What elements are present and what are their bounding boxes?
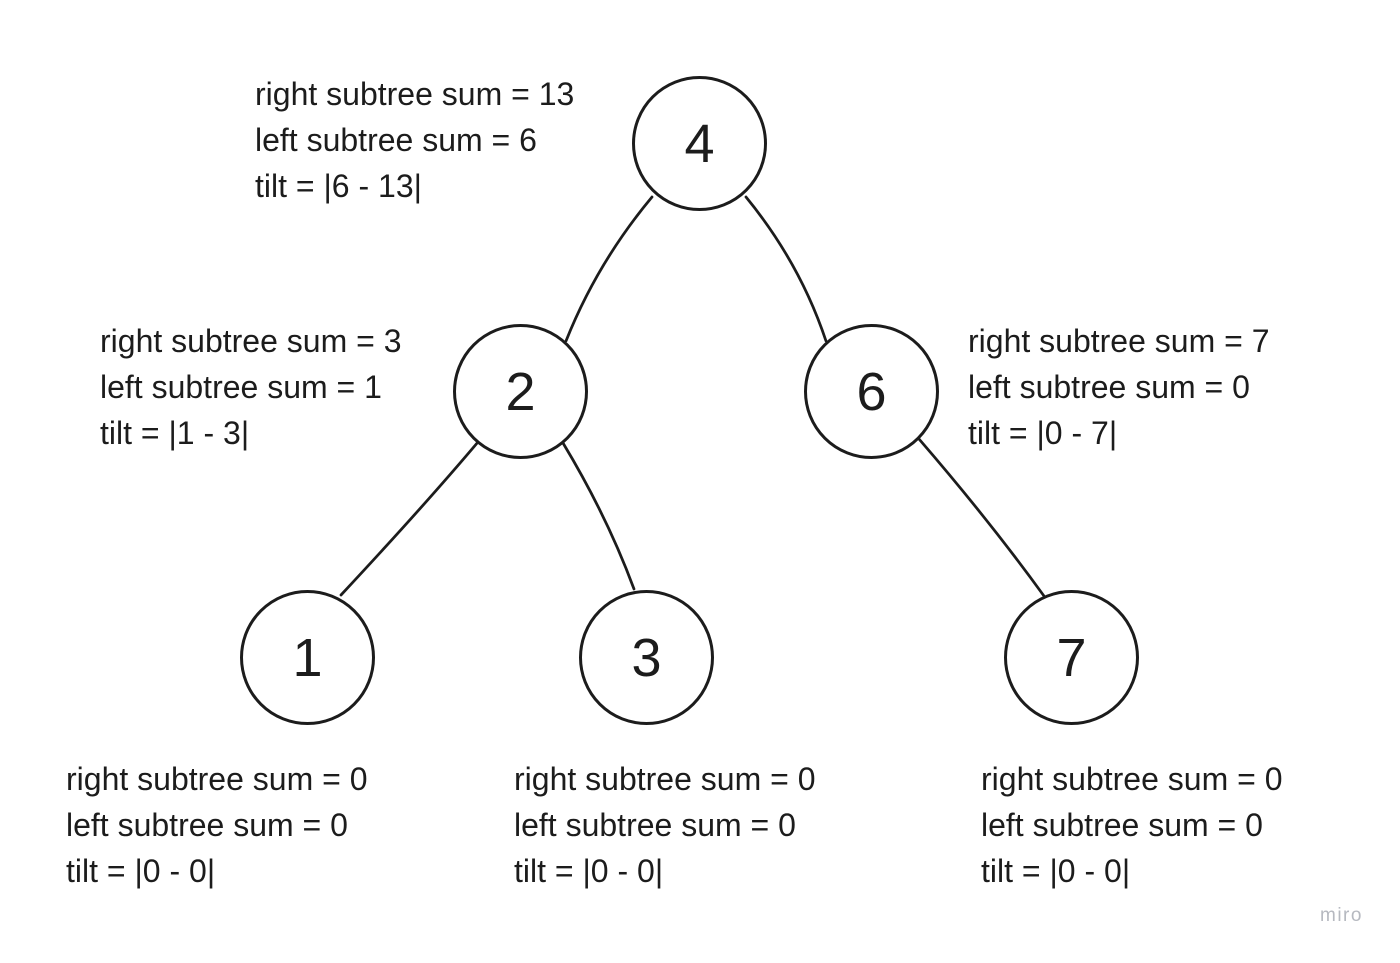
annotation-line: right subtree sum = 0 [514, 761, 816, 797]
node-value: 3 [631, 627, 662, 688]
node-value: 4 [684, 113, 715, 174]
annotation-node-3: right subtree sum = 0 left subtree sum =… [514, 756, 815, 894]
annotation-line: tilt = |1 - 3| [100, 415, 250, 451]
miro-watermark: miro [1320, 905, 1363, 926]
annotation-line: tilt = |0 - 0| [66, 853, 216, 889]
annotation-line: tilt = |6 - 13| [255, 168, 422, 204]
annotation-node-6: right subtree sum = 7 left subtree sum =… [968, 318, 1269, 456]
annotation-line: tilt = |0 - 7| [968, 415, 1118, 451]
tree-node-6: 6 [804, 324, 939, 459]
annotation-line: right subtree sum = 13 [255, 76, 575, 112]
tree-node-7: 7 [1004, 590, 1139, 725]
node-value: 7 [1056, 627, 1087, 688]
node-value: 2 [505, 361, 536, 422]
annotation-line: left subtree sum = 1 [100, 369, 382, 405]
annotation-line: left subtree sum = 0 [66, 807, 348, 843]
annotation-line: left subtree sum = 0 [981, 807, 1263, 843]
edge-4-6 [744, 195, 828, 343]
edge-4-2 [564, 195, 654, 343]
annotation-node-4: right subtree sum = 13 left subtree sum … [255, 71, 574, 209]
node-value: 6 [856, 361, 887, 422]
annotation-node-7: right subtree sum = 0 left subtree sum =… [981, 756, 1282, 894]
node-value: 1 [292, 627, 323, 688]
edge-6-7 [917, 437, 1046, 598]
tree-node-1: 1 [240, 590, 375, 725]
annotation-line: right subtree sum = 0 [66, 761, 368, 797]
annotation-node-2: right subtree sum = 3 left subtree sum =… [100, 318, 401, 456]
tree-node-3: 3 [579, 590, 714, 725]
annotation-node-1: right subtree sum = 0 left subtree sum =… [66, 756, 367, 894]
annotation-line: right subtree sum = 0 [981, 761, 1283, 797]
annotation-line: left subtree sum = 0 [968, 369, 1250, 405]
annotation-line: left subtree sum = 0 [514, 807, 796, 843]
annotation-line: left subtree sum = 6 [255, 122, 537, 158]
tree-node-4: 4 [632, 76, 767, 211]
tree-node-2: 2 [453, 324, 588, 459]
edge-2-1 [339, 440, 480, 597]
annotation-line: tilt = |0 - 0| [981, 853, 1131, 889]
annotation-line: right subtree sum = 7 [968, 323, 1270, 359]
edge-2-3 [561, 441, 636, 591]
annotation-line: tilt = |0 - 0| [514, 853, 664, 889]
annotation-line: right subtree sum = 3 [100, 323, 402, 359]
